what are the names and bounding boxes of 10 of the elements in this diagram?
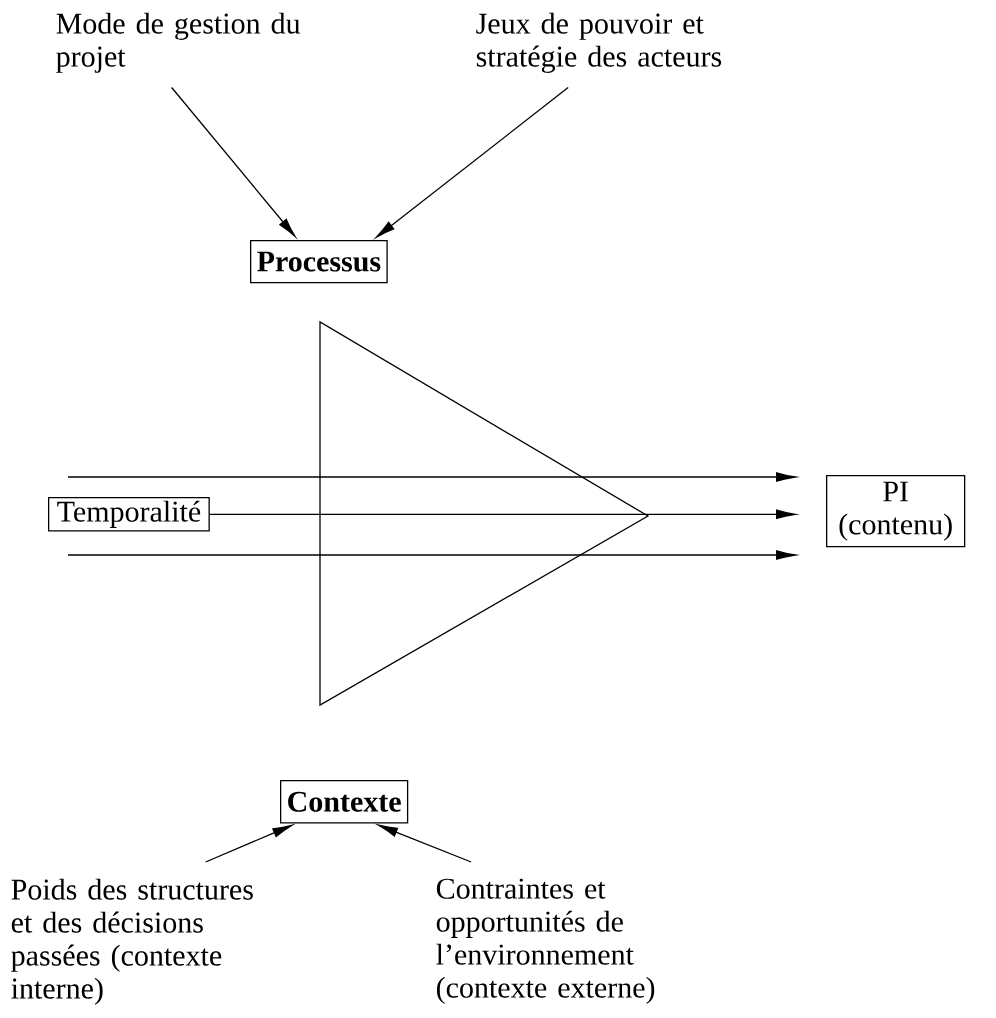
arrow bbox=[205, 824, 293, 863]
context-box: Contexte bbox=[280, 780, 409, 824]
arrow bbox=[375, 86, 569, 238]
caption-text: Contraintes et opportunités de l’environnement (contexte externe) bbox=[436, 878, 655, 1004]
caption-text: Jeux de pouvoir et stratégie des acteurs bbox=[476, 12, 722, 73]
label-box: Temporalité bbox=[48, 497, 210, 532]
output-box: PI (contenu) bbox=[826, 475, 966, 548]
process-box: Processus bbox=[250, 240, 388, 284]
caption-text: Poids des structures et des décisions passées (contexte interne) bbox=[11, 878, 253, 1005]
caption-text: Mode de gestion du projet bbox=[56, 12, 301, 73]
